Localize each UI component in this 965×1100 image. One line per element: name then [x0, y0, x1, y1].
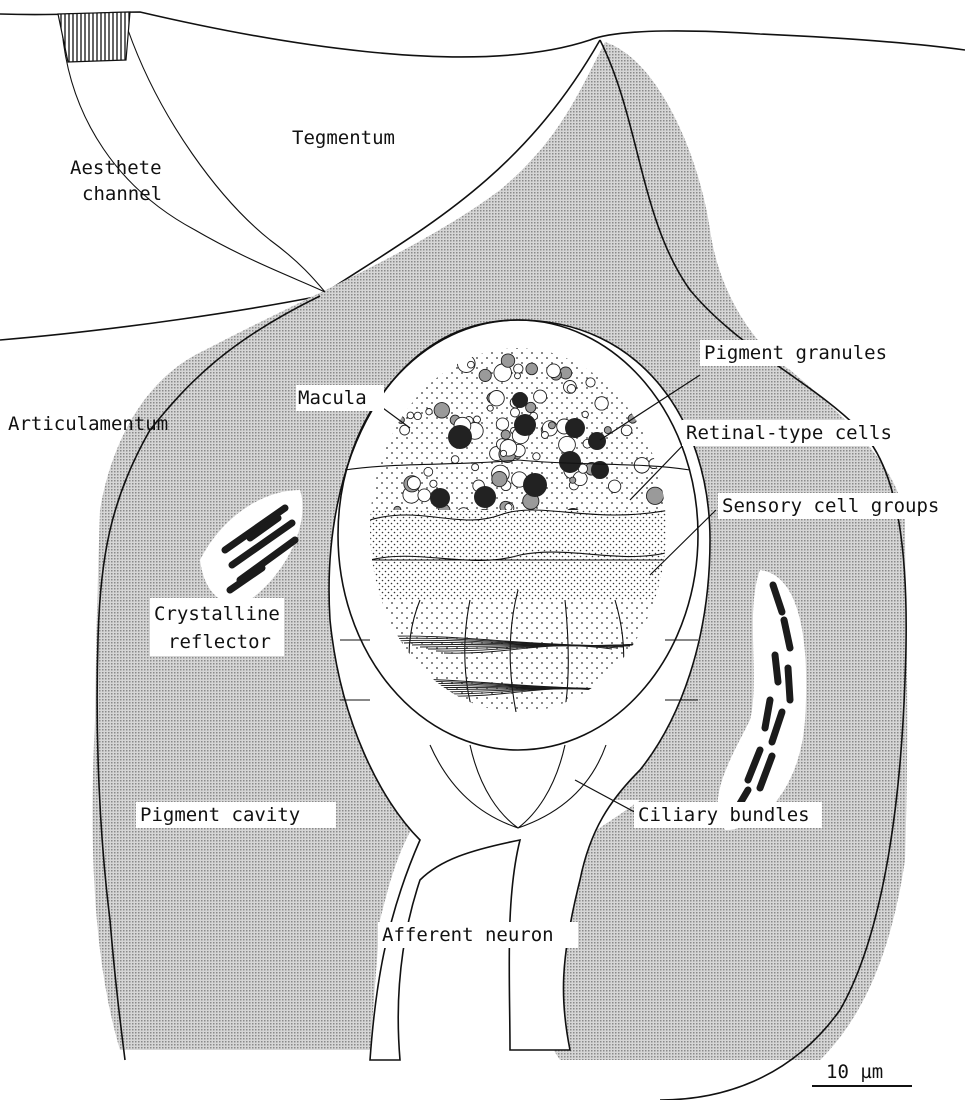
- label-afferent-neuron: Afferent neuron: [382, 924, 554, 946]
- aesthete-cap: [58, 12, 130, 62]
- label-retinal-type-cells: Retinal-type cells: [686, 422, 892, 444]
- label-aesthete-channel-line1: Aesthete: [70, 157, 162, 179]
- label-articulamentum: Articulamentum: [8, 413, 168, 435]
- label-tegmentum: Tegmentum: [292, 127, 395, 149]
- label-pigment-granules: Pigment granules: [704, 342, 887, 364]
- label-crystalline-reflector-line2: reflector: [168, 631, 271, 653]
- scale-bar-label: 10 µm: [826, 1061, 883, 1083]
- label-pigment-cavity: Pigment cavity: [140, 804, 300, 826]
- label-macula: Macula: [298, 387, 367, 409]
- tegmentum-surface: [0, 12, 965, 57]
- label-aesthete-channel-line2: channel: [82, 183, 162, 205]
- label-sensory-cell-groups: Sensory cell groups: [722, 495, 939, 517]
- label-crystalline-reflector-line1: Crystalline: [154, 603, 280, 625]
- scale-bar: 10 µm: [812, 1061, 912, 1086]
- label-ciliary-bundles: Ciliary bundles: [638, 804, 810, 826]
